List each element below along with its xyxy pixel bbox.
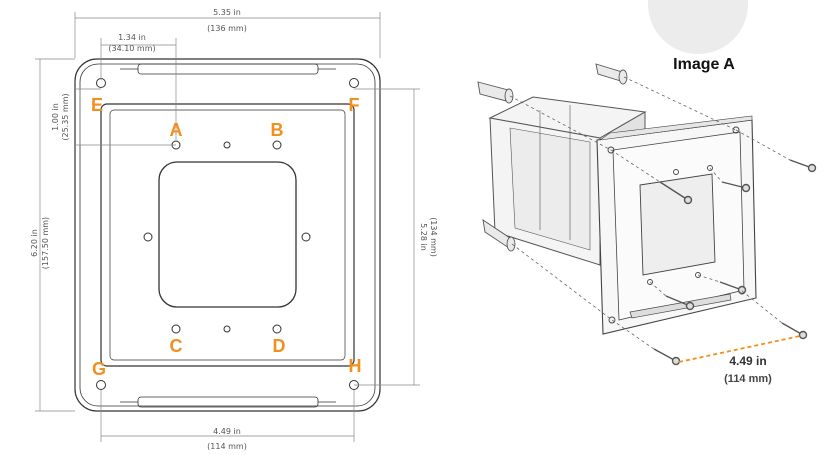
label-h: H [349,356,362,376]
screw-2 [659,181,693,205]
top-margin-mm: (25.35 mm) [61,93,70,140]
mounting-holes [96,78,359,390]
screw-1 [789,159,817,173]
hole-f [349,78,359,88]
label-c: C [170,336,183,356]
hole-b [272,140,282,150]
screw-3 [721,181,751,193]
image-a-span-mm: (114 mm) [724,373,772,385]
offset-in: 1.34 in [118,33,146,42]
bottom-width-mm: (114 mm) [207,442,247,451]
screw-5 [719,281,747,295]
dimension-lines [35,12,420,442]
image-a-title: Image A [673,56,735,73]
anchor-top-right [595,63,628,85]
screws [653,159,817,366]
hole-d [272,324,282,334]
inner-height-in: 5.28 in [419,223,428,251]
wall-anchors [477,63,628,252]
screw-6 [781,322,808,340]
label-f: F [349,95,360,115]
label-a: A [170,120,183,140]
corner-decoration [648,0,748,54]
overall-width-in: 5.35 in [213,8,241,17]
label-b: B [271,120,284,140]
screw-4 [665,295,695,311]
hole-c [171,324,181,334]
label-e: E [91,95,103,115]
image-a-span-in: 4.49 in [729,354,766,368]
overall-width-mm: (136 mm) [207,24,247,33]
top-margin-in: 1.00 in [51,103,60,131]
anchor-bottom-left [482,219,516,252]
screw-7 [653,348,681,366]
anchor-top-left [477,81,514,104]
label-g: G [92,359,106,379]
bottom-width-in: 4.49 in [213,427,241,436]
inner-height-mm: (134 mm) [429,217,438,257]
overall-height-in: 6.20 in [30,229,39,257]
hole-g [96,380,106,390]
offset-mm: (34.10 mm) [108,44,155,53]
label-d: D [273,336,286,356]
mounting-plate-3d [596,115,757,335]
overall-height-mm: (157.50 mm) [41,217,50,269]
plate-outline [74,58,381,412]
guide-lines [509,76,791,350]
